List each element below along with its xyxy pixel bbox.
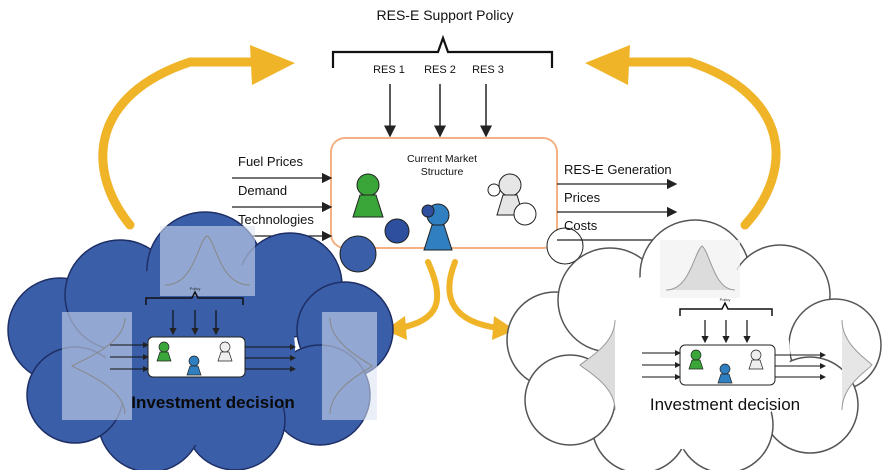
down-arrow-left	[385, 259, 441, 340]
feedback-arrow-right	[585, 45, 781, 230]
left-cloud-label: Investment decision	[131, 393, 294, 412]
market-title-line2: Structure	[421, 166, 464, 178]
svg-text:Policy: Policy	[720, 297, 731, 302]
input-label-technologies: Technologies	[238, 212, 314, 227]
output-label-costs: Costs	[564, 218, 598, 233]
policy-title: RES-E Support Policy	[377, 7, 514, 23]
left-cloud: Policy	[7, 211, 394, 470]
input-label-demand: Demand	[238, 183, 287, 198]
output-label-prices: Prices	[564, 190, 601, 205]
market-title-line1: Current Market	[407, 153, 477, 165]
input-label-fuel: Fuel Prices	[238, 154, 304, 169]
policy-brace	[331, 34, 554, 68]
output-label-generation: RES-E Generation	[564, 162, 672, 177]
feedback-arrow-left	[98, 45, 295, 230]
svg-text:Policy: Policy	[190, 286, 201, 291]
res-label-2: RES 2	[424, 64, 456, 76]
res-label-3: RES 3	[472, 64, 504, 76]
white-outer-circle	[546, 227, 584, 265]
blue-agent-icon	[421, 203, 453, 251]
navy-agent-icon	[384, 218, 410, 244]
navy-outer-circle	[339, 235, 377, 273]
green-agent-icon	[352, 173, 384, 218]
res-label-1: RES 1	[373, 64, 405, 76]
right-cloud-label: Investment decision	[650, 395, 800, 414]
right-cloud: Policy	[506, 219, 882, 470]
down-arrow-right	[446, 259, 515, 340]
white-agent-icon	[487, 173, 537, 226]
